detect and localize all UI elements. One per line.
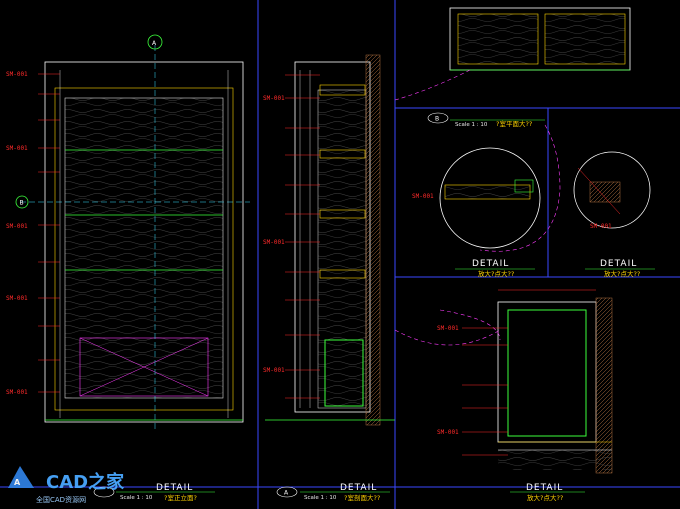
panel-scale: Scale 1 : 10 xyxy=(120,495,153,501)
svg-text:A: A xyxy=(14,478,21,487)
cad-home-logo: A CAD之家 全国CAD资源网 xyxy=(8,466,125,504)
detail-circle-right xyxy=(573,151,651,229)
panel-subtitle: 放大?点大?? xyxy=(604,269,640,278)
annotation-tag: SM-001 xyxy=(437,325,459,332)
detail-circle-left xyxy=(439,147,541,249)
detail-titles-middle: DETAIL 放大?点大?? DETAIL 放大?点大?? xyxy=(455,259,655,278)
panel-subtitle: ?室平面大?? xyxy=(496,119,532,128)
panel-title: DETAIL xyxy=(526,483,563,493)
enlarged-detail-callouts xyxy=(462,327,508,456)
section-callouts xyxy=(285,74,320,399)
panel-title: DETAIL xyxy=(156,483,193,493)
annotation-tag: SM-001 xyxy=(412,193,434,200)
section-mark-label: B xyxy=(20,200,24,207)
logo-text: CAD之家 xyxy=(46,471,125,493)
panel-title: DETAIL xyxy=(600,259,637,269)
panel-subtitle: 放大?点大?? xyxy=(478,269,514,278)
annotation-tag: SM-001 xyxy=(263,367,285,374)
title-block-enlarged-detail: DETAIL 放大?点大?? xyxy=(510,483,585,502)
section-drawing xyxy=(265,54,395,426)
logo-subtitle: 全国CAD资源网 xyxy=(36,495,86,504)
title-block-front-elevation: DETAIL Scale 1 : 10 ?室正立面? xyxy=(93,483,215,502)
logo-triangle-icon xyxy=(8,466,34,488)
panel-scale: Scale 1 : 10 xyxy=(455,122,488,128)
annotation-tag: SM-001 xyxy=(6,145,28,152)
annotation-tag: SM-001 xyxy=(6,389,28,396)
annotation-tag: SM-001 xyxy=(6,223,28,230)
panel-b-title: B Scale 1 : 10 ?室平面大?? xyxy=(427,112,545,128)
front-elevation-callouts xyxy=(38,73,60,393)
annotation-tag: SM-001 xyxy=(590,223,612,230)
annotation-tags: SM-001 SM-001 SM-001 SM-001 SM-001 SM-00… xyxy=(6,71,612,436)
annotation-tag: SM-001 xyxy=(6,295,28,302)
annotation-tag: SM-001 xyxy=(437,429,459,436)
panel-title: DETAIL xyxy=(340,483,377,493)
panel-title: DETAIL xyxy=(472,259,509,269)
plan-drawing xyxy=(394,7,631,101)
annotation-tag: SM-001 xyxy=(263,239,285,246)
section-mark-label: B xyxy=(435,116,439,123)
panel-subtitle: ?室正立面? xyxy=(164,493,197,502)
section-mark-top: A xyxy=(147,34,163,50)
panel-subtitle: 放大?点大?? xyxy=(527,493,563,502)
panel-subtitle: ?室剖面大?? xyxy=(344,493,380,502)
annotation-tag: SM-001 xyxy=(263,95,285,102)
callout-leader xyxy=(479,124,561,252)
section-mark-label: A xyxy=(284,490,289,497)
front-elevation-drawing xyxy=(20,45,250,430)
title-block-section: A DETAIL Scale 1 : 10 ?室剖面大?? xyxy=(276,483,390,502)
section-mark-left: B xyxy=(15,195,29,209)
section-mark-label: A xyxy=(152,40,157,47)
enlarged-detail-drawing xyxy=(394,289,613,474)
panel-scale: Scale 1 : 10 xyxy=(304,495,337,501)
annotation-tag: SM-001 xyxy=(6,71,28,78)
